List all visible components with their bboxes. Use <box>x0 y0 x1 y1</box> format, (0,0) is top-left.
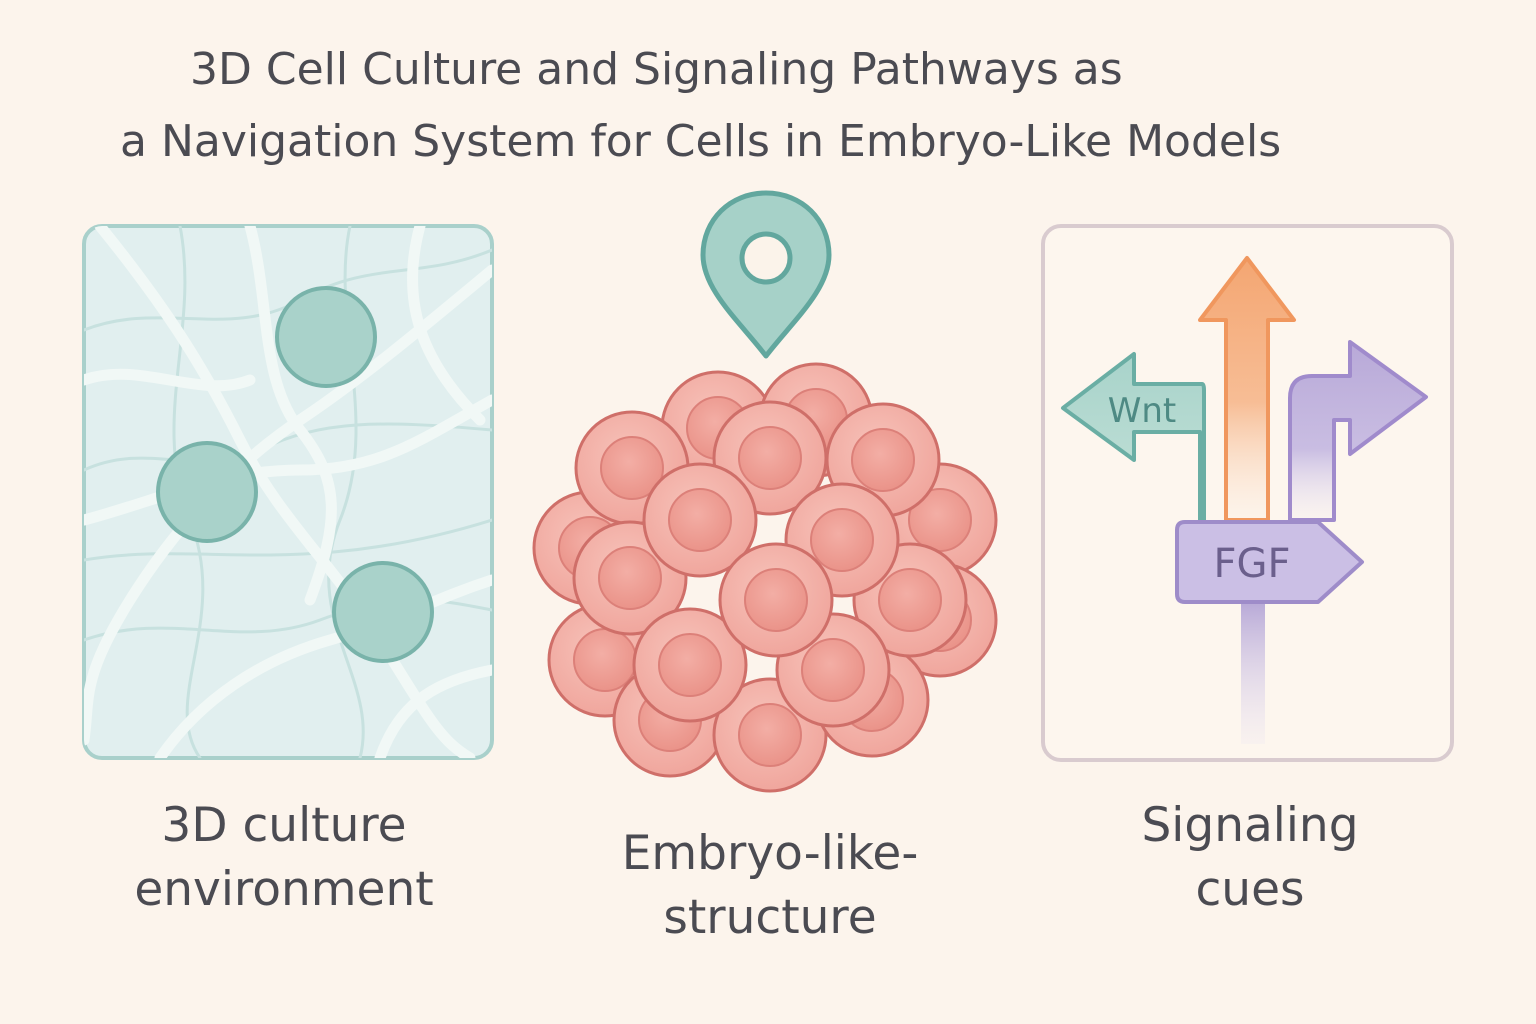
title-line-2: a Navigation System for Cells in Embryo-… <box>120 116 1282 167</box>
signpost-pole <box>1241 598 1265 744</box>
embryo-caption-line-2: structure <box>663 890 877 945</box>
culture-panel <box>82 224 494 760</box>
right-arrow-icon <box>1288 340 1428 522</box>
culture-cell <box>156 441 258 543</box>
location-pin-icon <box>700 190 832 359</box>
culture-cell <box>275 286 377 388</box>
embryo-cell-cluster <box>532 362 998 793</box>
signaling-panel: Wnt FGF <box>1041 224 1454 762</box>
signaling-caption: Signaling cues <box>1050 794 1450 922</box>
embryo-caption: Embryo-like- structure <box>560 822 980 950</box>
embryo-cell <box>718 542 834 658</box>
fgf-sign: FGF <box>1175 520 1364 604</box>
culture-cell <box>332 561 434 663</box>
wnt-arrow-icon: Wnt <box>1061 352 1206 522</box>
wnt-sign-label: Wnt <box>1108 391 1177 431</box>
signaling-caption-line-1: Signaling <box>1141 798 1359 853</box>
signaling-caption-line-2: cues <box>1195 862 1305 917</box>
title-line-1: 3D Cell Culture and Signaling Pathways a… <box>190 44 1123 95</box>
fgf-sign-label: FGF <box>1213 541 1290 587</box>
culture-caption-line-2: environment <box>134 862 434 917</box>
culture-caption-line-1: 3D culture <box>161 798 407 853</box>
culture-caption: 3D culture environment <box>84 794 484 922</box>
embryo-caption-line-1: Embryo-like- <box>621 826 919 881</box>
